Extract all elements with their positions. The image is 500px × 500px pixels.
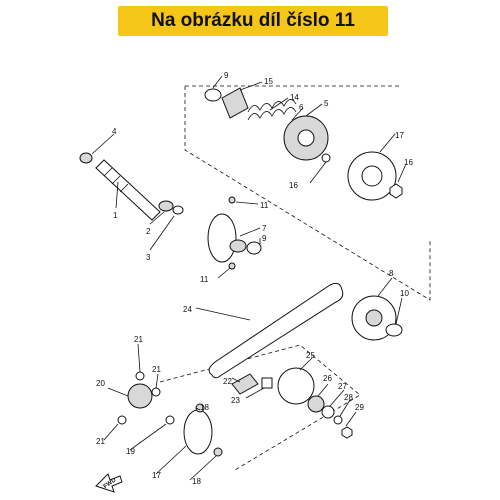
part-shaft xyxy=(95,159,161,221)
part-washer-28 xyxy=(333,415,343,425)
callout-10: 10 xyxy=(400,289,409,298)
callout-13: 15 xyxy=(264,77,273,86)
part-variator-20 xyxy=(127,383,153,409)
part-number-banner: Na obrázku díl číslo 11 xyxy=(118,6,388,36)
callout-7: 7 xyxy=(262,224,267,233)
callout-12: 14 xyxy=(290,93,299,102)
part-spring-12 xyxy=(247,99,297,121)
part-pulley-8-hub xyxy=(365,309,383,327)
callout-3: 3 xyxy=(146,253,151,262)
part-nut-14 xyxy=(321,153,331,163)
forward-arrow-icon: FWD xyxy=(95,473,123,493)
part-housing-15-hub xyxy=(361,165,383,187)
callout-2: 2 xyxy=(146,227,151,236)
part-ring-10 xyxy=(385,323,403,337)
callout-24: 24 xyxy=(183,305,192,314)
callout-16: 16 xyxy=(404,158,413,167)
callout-5: 5 xyxy=(324,99,329,108)
part-block-23 xyxy=(261,377,273,389)
part-slider-21-c xyxy=(117,415,127,425)
callout-25: 25 xyxy=(306,351,315,360)
callout-28: 28 xyxy=(344,393,353,402)
callout-6: 6 xyxy=(299,103,304,112)
callout-18-top: 18 xyxy=(200,403,209,412)
part-washer-3 xyxy=(172,205,184,215)
callout-20: 20 xyxy=(96,379,105,388)
part-gear-26 xyxy=(307,395,325,413)
part-roller-19 xyxy=(165,415,175,425)
part-bearing-2 xyxy=(158,200,174,212)
part-collar-13 xyxy=(221,87,249,119)
part-nut-16 xyxy=(389,183,403,199)
part-clutch-5-hub xyxy=(297,129,315,147)
callout-21-top: 21 xyxy=(134,335,143,344)
part-belt-24 xyxy=(208,282,344,379)
callout-22: 22 xyxy=(223,377,232,386)
callout-29: 29 xyxy=(355,403,364,412)
callout-15: 17 xyxy=(395,131,404,140)
part-nut-29 xyxy=(341,426,353,439)
callout-18-bottom: 18 xyxy=(192,477,201,486)
callout-21-bottom: 21 xyxy=(96,437,105,446)
callout-17: 17 xyxy=(152,471,161,480)
callout-1: 1 xyxy=(113,211,118,220)
callout-labels: 9 15 14 6 5 17 16 4 1 2 3 11 7 9 11 16 8… xyxy=(96,71,413,486)
part-pin-11-top xyxy=(228,196,236,204)
callout-23: 23 xyxy=(231,396,240,405)
part-washer-27 xyxy=(321,405,335,419)
callout-21-mid: 21 xyxy=(152,365,161,374)
part-slider-21-b xyxy=(151,387,161,397)
callout-26: 26 xyxy=(323,374,332,383)
part-pin-11-bottom xyxy=(228,262,236,270)
part-weight-18-bottom xyxy=(213,447,223,457)
part-slider-21-a xyxy=(135,371,145,381)
callout-9-top: 9 xyxy=(224,71,229,80)
part-roller-22 xyxy=(231,373,259,395)
assembly-frame-upper xyxy=(184,86,431,301)
part-ring-4 xyxy=(79,152,93,164)
callout-11-bottom: 11 xyxy=(200,275,209,284)
callout-27: 27 xyxy=(338,382,347,391)
part-sheave-17 xyxy=(183,409,213,455)
callout-19: 19 xyxy=(126,447,135,456)
callout-4: 4 xyxy=(112,127,117,136)
leader-lines xyxy=(91,75,407,481)
callout-8: 8 xyxy=(389,269,394,278)
part-washer-9-mid xyxy=(246,241,262,255)
part-pulley-7-hub xyxy=(229,239,247,253)
part-fan-25 xyxy=(277,367,315,405)
part-washer-9-top xyxy=(204,88,222,102)
callout-14: 16 xyxy=(289,181,298,190)
callout-9-mid: 9 xyxy=(262,234,267,243)
part-pulley-7 xyxy=(207,213,237,263)
callout-11-top: 11 xyxy=(260,201,269,210)
